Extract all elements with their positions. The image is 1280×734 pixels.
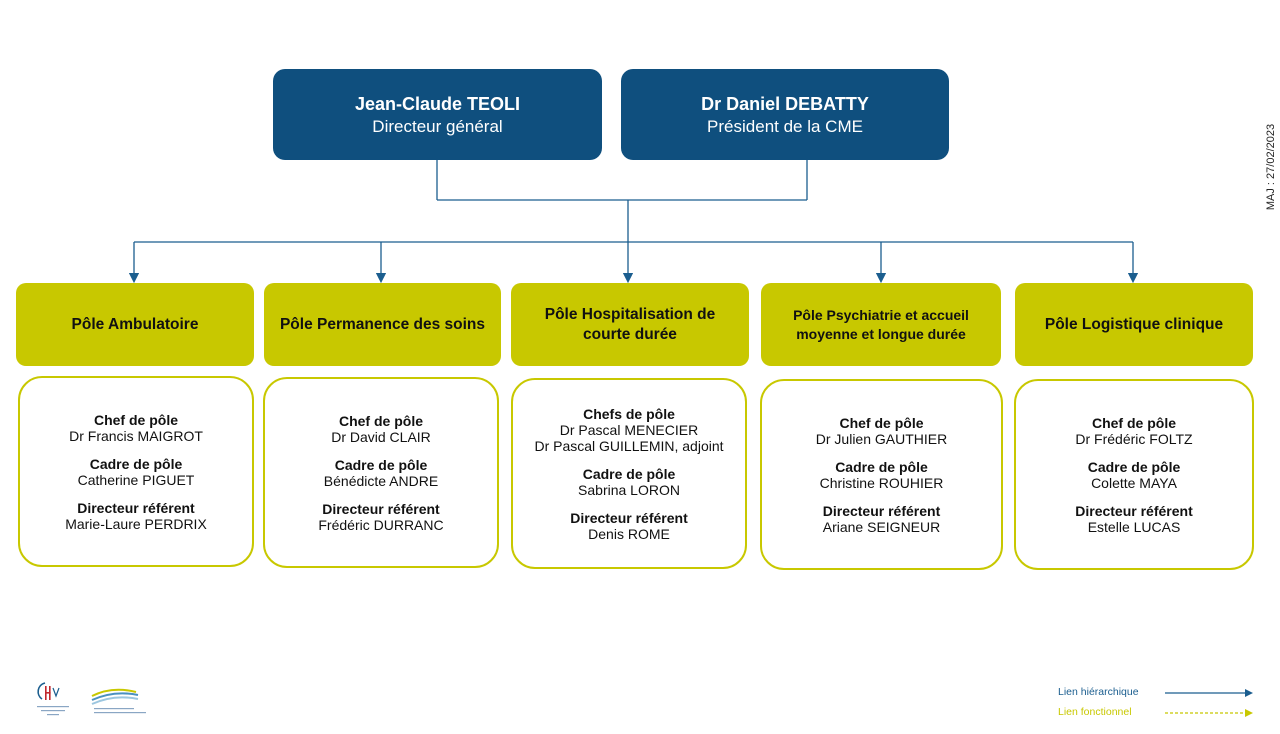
- role-group: Cadre de pôle Catherine PIGUET: [78, 456, 195, 488]
- pole-body-logistique: Chef de pôle Dr Frédéric FOLTZ Cadre de …: [1014, 379, 1254, 570]
- role-title: Chefs de pôle: [583, 405, 675, 422]
- update-date: MAJ : 27/02/2023: [1265, 123, 1277, 211]
- pole-header-permanence: Pôle Permanence des soins: [264, 283, 501, 366]
- role-group: Directeur référent Marie-Laure PERDRIX: [65, 500, 207, 532]
- person-name: Ariane SEIGNEUR: [822, 518, 941, 535]
- hierarchical-arrow-icon: [1245, 689, 1253, 697]
- pole-header-ambulatoire: Pôle Ambulatoire: [16, 283, 254, 366]
- person-name: Denis ROME: [588, 525, 670, 542]
- pole-body-permanence: Chef de pôle Dr David CLAIR Cadre de pôl…: [263, 377, 499, 568]
- role-group: Cadre de pôle Colette MAYA: [1088, 459, 1181, 491]
- role-title: Cadre de pôle: [582, 465, 676, 482]
- pole-body-hospitalisation: Chefs de pôle Dr Pascal MENECIER Dr Pasc…: [511, 378, 747, 569]
- person-name: Catherine PIGUET: [77, 471, 195, 488]
- leader-name: Jean-Claude TEOLI: [354, 93, 521, 114]
- role-group: Directeur référent Frédéric DURRANC: [318, 501, 443, 533]
- role-group: Directeur référent Ariane SEIGNEUR: [823, 503, 941, 535]
- legend-hierarchical-label: Lien hiérarchique: [1058, 686, 1139, 698]
- leader-role: Président de la CME: [707, 116, 863, 136]
- role-group: Cadre de pôle Christine ROUHIER: [820, 459, 944, 491]
- leader-box-cme-president: Dr Daniel DEBATTY Président de la CME: [621, 69, 949, 160]
- person-name: Bénédicte ANDRE: [323, 472, 439, 489]
- role-title: Chef de pôle: [1091, 414, 1176, 431]
- role-title: Directeur référent: [822, 502, 941, 519]
- role-title: Chef de pôle: [93, 411, 178, 428]
- person-name: Sabrina LORON: [578, 481, 680, 498]
- pole-body-psychiatrie: Chef de pôle Dr Julien GAUTHIER Cadre de…: [760, 379, 1003, 570]
- role-group: Directeur référent Estelle LUCAS: [1075, 503, 1193, 535]
- role-group: Cadre de pôle Sabrina LORON: [578, 466, 680, 498]
- legend-lines: [1165, 689, 1253, 717]
- pole-body-ambulatoire: Chef de pôle Dr Francis MAIGROT Cadre de…: [18, 376, 254, 567]
- hospital-logo-icon: [37, 682, 69, 716]
- person-name: Frédéric DURRANC: [318, 516, 444, 533]
- hospital-group-logo-icon: [91, 688, 146, 714]
- role-group: Cadre de pôle Bénédicte ANDRE: [324, 457, 438, 489]
- leader-name: Dr Daniel DEBATTY: [701, 93, 869, 114]
- role-title: Chef de pôle: [839, 414, 924, 431]
- role-title: Directeur référent: [570, 509, 688, 526]
- person-name: Dr Pascal GUILLEMIN, adjoint: [534, 437, 724, 454]
- role-title: Chef de pôle: [338, 412, 423, 429]
- person-name: Marie-Laure PERDRIX: [65, 515, 207, 532]
- leader-role: Directeur général: [372, 116, 503, 136]
- person-name: Colette MAYA: [1091, 474, 1177, 491]
- role-group: Chef de pôle Dr David CLAIR: [331, 413, 431, 445]
- person-name: Dr Julien GAUTHIER: [815, 430, 948, 447]
- role-title: Cadre de pôle: [334, 456, 428, 473]
- role-title: Cadre de pôle: [835, 458, 928, 475]
- person-name: Dr Pascal MENECIER: [559, 421, 699, 438]
- leader-box-director: Jean-Claude TEOLI Directeur général: [273, 69, 602, 160]
- role-title: Directeur référent: [1075, 502, 1193, 519]
- role-group: Chef de pôle Dr Francis MAIGROT: [69, 412, 203, 444]
- role-group: Chefs de pôle Dr Pascal MENECIER Dr Pasc…: [534, 406, 723, 454]
- role-group: Chef de pôle Dr Julien GAUTHIER: [816, 415, 947, 447]
- role-group: Chef de pôle Dr Frédéric FOLTZ: [1075, 415, 1192, 447]
- pole-header-logistique: Pôle Logistique clinique: [1015, 283, 1253, 366]
- person-name: Estelle LUCAS: [1087, 518, 1181, 535]
- role-title: Cadre de pôle: [1087, 458, 1181, 475]
- role-title: Directeur référent: [322, 500, 440, 517]
- person-name: Dr David CLAIR: [331, 428, 431, 445]
- legend-functional-label: Lien fonctionnel: [1058, 706, 1132, 718]
- pole-header-hospitalisation: Pôle Hospitalisation de courte durée: [511, 283, 749, 366]
- person-name: Christine ROUHIER: [819, 474, 944, 491]
- person-name: Dr Francis MAIGROT: [69, 427, 203, 444]
- role-title: Cadre de pôle: [89, 455, 183, 472]
- functional-arrow-icon: [1245, 709, 1253, 717]
- person-name: Dr Frédéric FOLTZ: [1075, 430, 1193, 447]
- role-title: Directeur référent: [77, 499, 195, 516]
- role-group: Directeur référent Denis ROME: [570, 510, 688, 542]
- pole-header-psychiatrie: Pôle Psychiatrie et accueil moyenne et l…: [761, 283, 1001, 366]
